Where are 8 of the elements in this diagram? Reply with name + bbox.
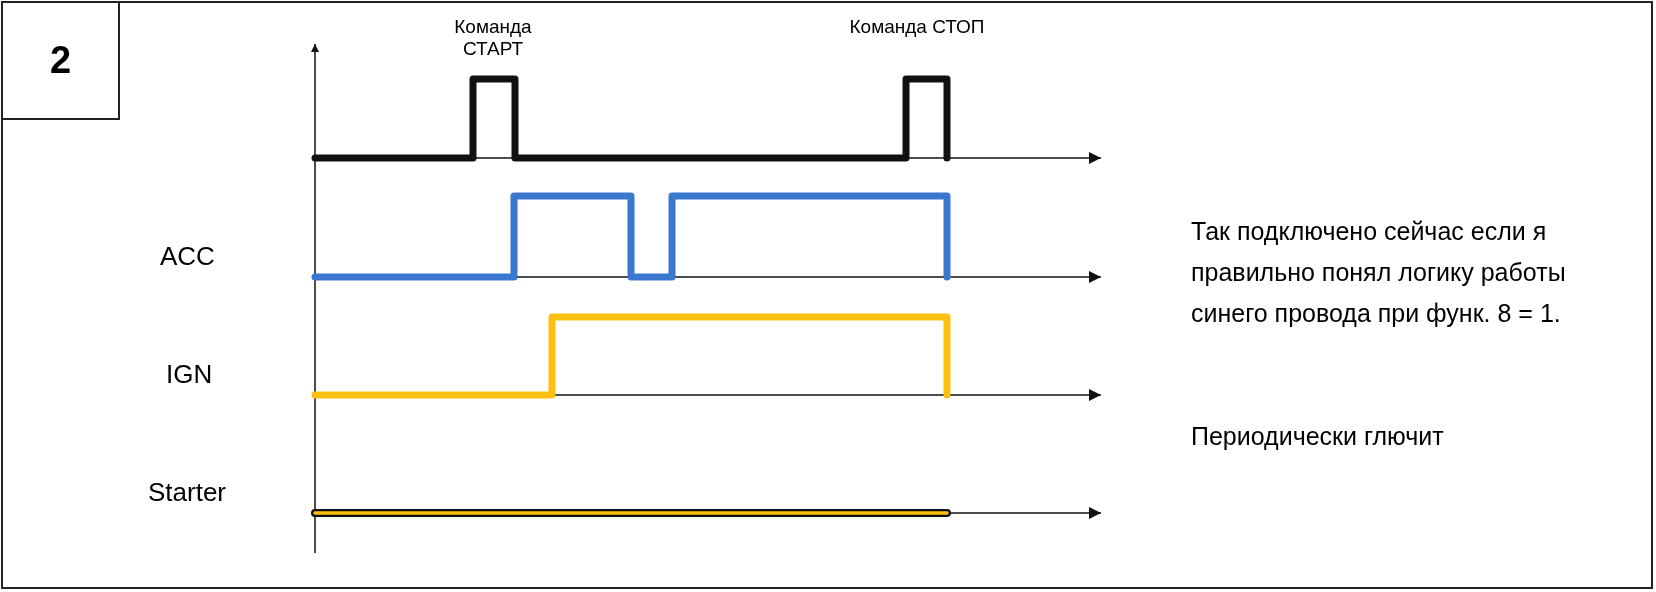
note-text: Периодически глючит xyxy=(1191,421,1445,452)
signal-label: IGN xyxy=(166,359,213,390)
command-label: Команда СТОП xyxy=(848,16,986,38)
signal-label: Starter xyxy=(148,477,227,508)
note-text: Так подключено сейчас если я правильно понял логику работы синего провода при функ. 8 = 1. xyxy=(1191,216,1567,329)
signal-label: ACC xyxy=(160,241,215,272)
command-label: Команда СТАРТ xyxy=(453,16,533,60)
panel-number: 2 xyxy=(1,1,120,120)
